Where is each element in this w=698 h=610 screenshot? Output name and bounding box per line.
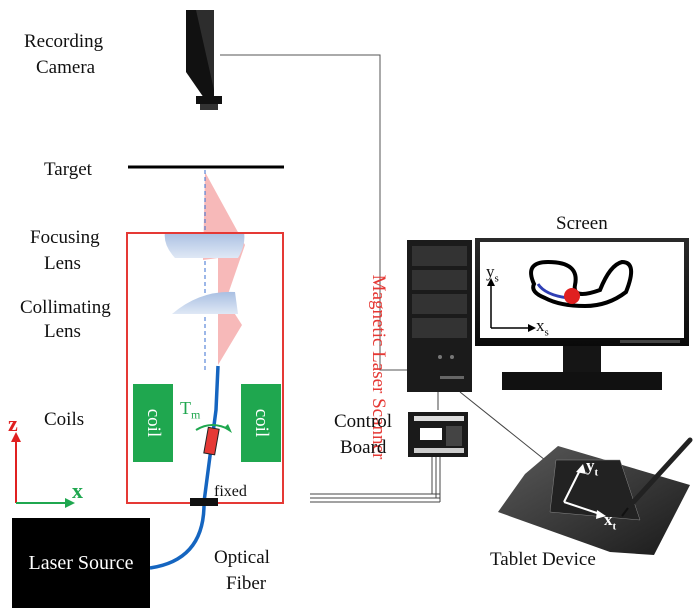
axis-x-label: x [72,478,83,503]
coil-left-label: coil [143,408,164,438]
coil-right-label: coil [251,408,272,438]
screen-axis-y-subscript: s [494,272,499,285]
axis-z-label: z [8,411,18,436]
coils-label: Coils [44,409,85,430]
screen-axis-y-symbol: y [486,262,495,281]
control-board-label-line2: Board [340,437,387,458]
recording-camera-icon [186,10,222,110]
camera-cable [220,54,408,371]
torque-label: Tm [180,396,200,427]
tablet-axis-y-symbol: y [586,456,595,475]
torque-symbol: T [180,398,191,418]
tablet-axis-x-label: xt [604,508,616,538]
laser-source-box [12,518,150,608]
laser-source-label: Laser Source [28,552,134,574]
tablet-axis-y-label: yt [586,454,598,484]
coil-left-block [133,384,173,462]
control-board-label-line1: Control [334,411,393,432]
control-cables [310,391,546,503]
recording-camera-label-line1: Recording [24,31,104,52]
stylus-icon [621,437,693,517]
focusing-lens-label-line2: Lens [44,253,81,274]
collimating-lens-label-line1: Collimating [20,297,111,318]
optical-fiber-label-line1: Optical [214,547,270,568]
screen-axis-y-label: ys [486,260,499,290]
focusing-lens-label-line1: Focusing [30,227,100,248]
screen-cursor [564,288,580,304]
tablet-device-label: Tablet Device [490,549,596,570]
tablet-icon [498,446,690,555]
torque-subscript: m [191,407,201,422]
fixed-label: fixed [214,483,247,500]
torque-arrowhead [224,424,232,433]
tablet-axis-x-subscript: t [612,520,617,533]
screen-track [529,259,634,309]
tablet-axis-x-symbol: x [604,510,613,529]
laser-beam [203,172,245,365]
screen-label: Screen [556,213,608,234]
screen-axis-x-label: xs [536,314,549,344]
focusing-lens [164,232,245,258]
optical-fiber-label-line2: Fiber [226,573,267,594]
fixed-clamp [190,498,218,506]
target-label: Target [44,159,92,180]
axis-z-arrowhead [11,432,21,442]
screen-content [487,259,634,332]
computer-tower-icon [407,240,472,392]
recording-camera-label-line2: Camera [36,57,96,78]
collimating-lens-label-line2: Lens [44,321,81,342]
tablet-axis-y-subscript: t [594,466,599,479]
screen-axis-x-symbol: x [536,316,545,335]
control-board-icon [408,412,468,457]
fiber-magnet [203,426,220,456]
collimating-lens [172,291,238,314]
screen-axis-x-subscript: s [544,326,549,339]
monitor-icon [475,238,689,390]
coil-right-block [241,384,281,462]
axis-x-arrowhead [65,498,75,508]
